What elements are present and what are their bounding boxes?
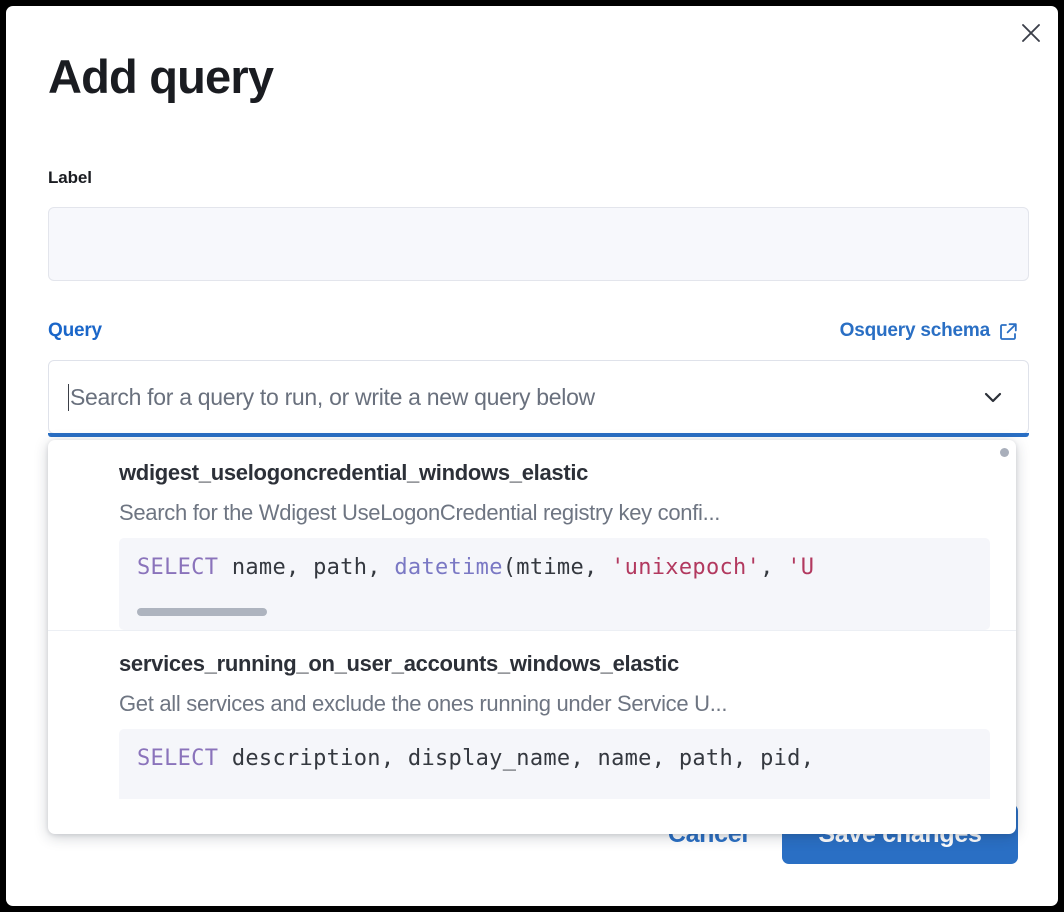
label-field-label: Label <box>48 168 92 187</box>
query-suggestions-dropdown[interactable]: wdigest_uselogoncredential_windows_elast… <box>48 440 1016 834</box>
suggestion-title: wdigest_uselogoncredential_windows_elast… <box>119 460 589 485</box>
osquery-schema-link[interactable]: Osquery schema <box>840 320 1018 342</box>
page-title: Add query <box>48 50 274 103</box>
suggestion-title: services_running_on_user_accounts_window… <box>119 651 679 676</box>
external-link-icon <box>999 322 1018 341</box>
suggestion-code-block[interactable]: SELECT description, display_name, name, … <box>119 729 990 799</box>
chevron-down-icon[interactable] <box>980 384 1006 410</box>
list-item[interactable]: wdigest_uselogoncredential_windows_elast… <box>48 440 1016 630</box>
suggestion-code-text: SELECT description, display_name, name, … <box>137 746 815 771</box>
query-combobox[interactable]: Search for a query to run, or write a ne… <box>48 360 1029 437</box>
suggestion-code-text: SELECT name, path, datetime(mtime, 'unix… <box>137 555 815 580</box>
suggestion-code-block[interactable]: SELECT name, path, datetime(mtime, 'unix… <box>119 538 990 630</box>
osquery-schema-link-label: Osquery schema <box>839 320 991 341</box>
add-query-modal: Add query Label Query Osquery schema Sea… <box>6 6 1058 906</box>
close-icon <box>1020 22 1042 44</box>
dropdown-scrollbar-thumb[interactable] <box>1000 448 1009 457</box>
suggestion-description: Search for the Wdigest UseLogonCredentia… <box>119 500 721 525</box>
code-scrollbar-thumb[interactable] <box>137 608 267 616</box>
text-cursor <box>68 383 69 411</box>
list-item[interactable]: services_running_on_user_accounts_window… <box>48 630 1016 799</box>
close-button[interactable] <box>1012 14 1050 52</box>
query-search-placeholder: Search for a query to run, or write a ne… <box>70 383 595 410</box>
query-section-label: Query <box>48 320 102 341</box>
suggestion-description: Get all services and exclude the ones ru… <box>119 691 728 716</box>
query-search-input[interactable]: Search for a query to run, or write a ne… <box>49 361 1028 433</box>
label-input[interactable] <box>48 207 1029 281</box>
